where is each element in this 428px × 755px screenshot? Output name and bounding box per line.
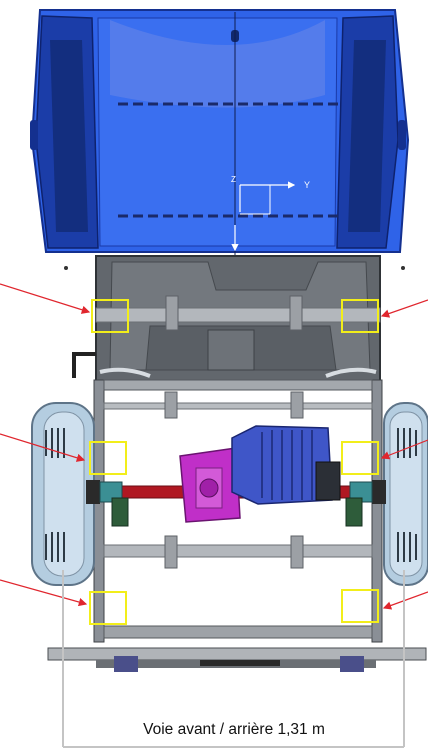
callout-arrow bbox=[380, 439, 428, 460]
electric-motor bbox=[179, 447, 241, 523]
track-width-label: Voie avant / arrière 1,31 m bbox=[143, 721, 325, 738]
right-wheel bbox=[383, 402, 428, 586]
mount-highlight-front-left bbox=[91, 299, 129, 333]
axis-z-label: Z bbox=[231, 175, 236, 184]
callout-arrow bbox=[0, 283, 91, 314]
callout-arrow bbox=[0, 433, 86, 462]
mount-highlight-rear-right bbox=[341, 589, 379, 623]
rear-body-panel bbox=[72, 255, 381, 383]
left-wheel bbox=[31, 402, 95, 586]
mount-highlight-rear-left bbox=[89, 591, 127, 625]
gearbox bbox=[231, 425, 341, 505]
reference-dot bbox=[64, 266, 68, 270]
rear-bumper bbox=[47, 647, 427, 672]
reference-dot bbox=[401, 266, 405, 270]
chassis-frame bbox=[93, 379, 383, 643]
mount-highlight-mid-right bbox=[341, 441, 379, 475]
axes-triad: Y Z bbox=[231, 175, 310, 252]
vehicle-cab bbox=[30, 9, 410, 258]
track-width-dimension bbox=[62, 570, 405, 748]
callout-arrow bbox=[382, 591, 428, 610]
callout-arrow bbox=[0, 579, 88, 607]
mount-highlight-front-right bbox=[341, 299, 379, 333]
callout-arrow bbox=[380, 299, 428, 318]
axis-y-label: Y bbox=[304, 180, 310, 190]
mount-highlight-mid-left bbox=[89, 441, 127, 475]
